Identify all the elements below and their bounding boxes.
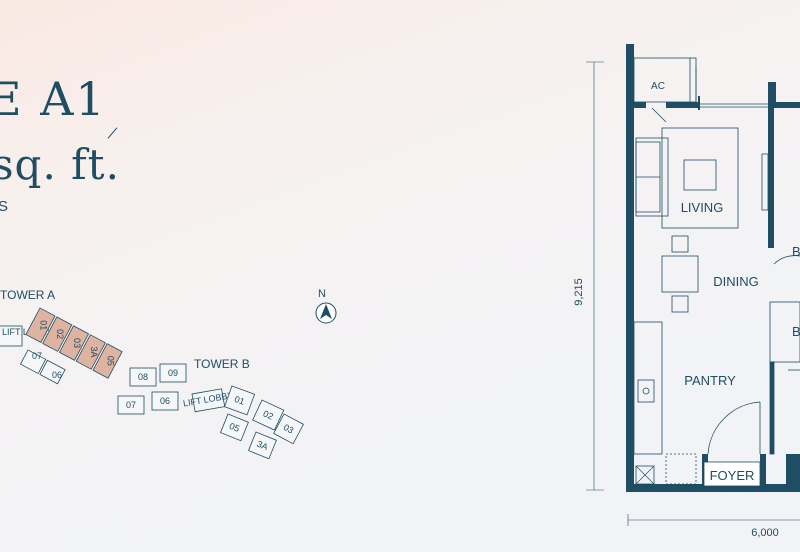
tower-b-unit-01[interactable] xyxy=(223,385,256,416)
tower-a-unit-07[interactable] xyxy=(19,349,47,375)
tower-a-unit-03[interactable] xyxy=(58,325,90,361)
room-label-bed-partial: B xyxy=(792,244,800,259)
bedroom-partial xyxy=(769,255,800,455)
ac-ledge xyxy=(633,57,697,103)
tower-b-unit-01-label: 01 xyxy=(233,394,246,407)
tower-a-unit-label: 02 xyxy=(55,329,65,339)
tower-a-unit-3a[interactable] xyxy=(75,334,106,370)
tower-b-unit-09-label: 09 xyxy=(168,368,178,378)
tower-b-unit-08[interactable] xyxy=(129,367,157,387)
utility-box xyxy=(635,465,655,485)
tower-a-unit-label: 05 xyxy=(106,356,116,366)
unit-type-title: E A1 xyxy=(0,72,107,126)
tower-b-unit-06[interactable] xyxy=(151,391,179,411)
tower-b-unit-06-label: 06 xyxy=(160,396,170,406)
width-dimension-label: 6,000 xyxy=(751,527,779,539)
living-rug xyxy=(661,127,739,229)
width-dimension xyxy=(627,514,800,526)
sofa xyxy=(635,137,669,217)
floor-plan: 9,215 6,000 AC LIVING xyxy=(573,44,800,539)
unit-size-title: sq. ft. xyxy=(0,140,120,189)
tower-a-unit-06-label: 06 xyxy=(52,370,62,380)
tower-b-label: TOWER B xyxy=(194,357,250,371)
room-label-living: LIVING xyxy=(681,200,724,215)
tower-b-unit-03[interactable] xyxy=(273,413,304,445)
pantry-counter xyxy=(633,321,663,455)
tower-b-unit-3a-label: 3A xyxy=(255,439,269,452)
height-dimension-label: 9,215 xyxy=(573,278,585,306)
tower-a-unit-label: 01 xyxy=(38,320,48,330)
compass-north-label: N xyxy=(318,288,326,300)
decorative-slash xyxy=(107,127,118,139)
room-label-foyer: FOYER xyxy=(710,468,755,483)
tower-b-unit-02-label: 02 xyxy=(262,408,275,421)
tower-a-unit-07-label: 07 xyxy=(32,351,42,361)
compass: N xyxy=(315,288,337,324)
room-label-pantry: PANTRY xyxy=(684,373,736,388)
tower-b-unit-3a[interactable] xyxy=(247,431,277,460)
tower-b-unit-05-label: 05 xyxy=(228,421,241,434)
living-window xyxy=(651,103,768,123)
room-label-bath-partial: B xyxy=(792,324,800,339)
tower-a-unit-06[interactable] xyxy=(39,359,66,385)
tower-a-block xyxy=(0,325,66,385)
tv-console xyxy=(761,153,769,211)
tower-b-unit-07-label: 07 xyxy=(126,400,136,410)
tower-a-lift-lobby xyxy=(0,325,23,347)
tower-a-unit-02[interactable] xyxy=(42,316,73,352)
tower-b-unit-08-label: 08 xyxy=(138,372,148,382)
north-arrow-icon xyxy=(320,304,332,319)
tower-a-unit-01[interactable] xyxy=(25,307,56,344)
utility-box-cross xyxy=(635,465,655,485)
tower-b-unit-09[interactable] xyxy=(159,363,187,383)
tower-b-unit-07[interactable] xyxy=(117,395,145,415)
tower-b-unit-05[interactable] xyxy=(219,413,249,442)
entry-door xyxy=(707,401,761,455)
shoe-cabinet xyxy=(665,453,697,485)
tower-b-unit-02[interactable] xyxy=(252,399,285,431)
foyer-box xyxy=(703,461,761,487)
unit-subtitle: S xyxy=(0,198,10,215)
dining-set xyxy=(661,235,699,313)
tower-a-highlighted-units: 01 02 03 3A 05 xyxy=(25,307,123,379)
tower-b-lift-lobby xyxy=(191,388,226,413)
tower-b-unit-03-label: 03 xyxy=(282,422,296,436)
tower-a-unit-label: 03 xyxy=(72,338,82,348)
tower-a-unit-05[interactable] xyxy=(92,343,123,379)
tower-a-unit-label: 3A xyxy=(89,346,99,357)
coffee-table xyxy=(683,159,717,191)
room-label-ac: AC xyxy=(651,81,665,92)
room-label-dining: DINING xyxy=(713,274,759,289)
height-dimension xyxy=(586,61,604,491)
tower-a-label: TOWER A xyxy=(0,288,55,302)
